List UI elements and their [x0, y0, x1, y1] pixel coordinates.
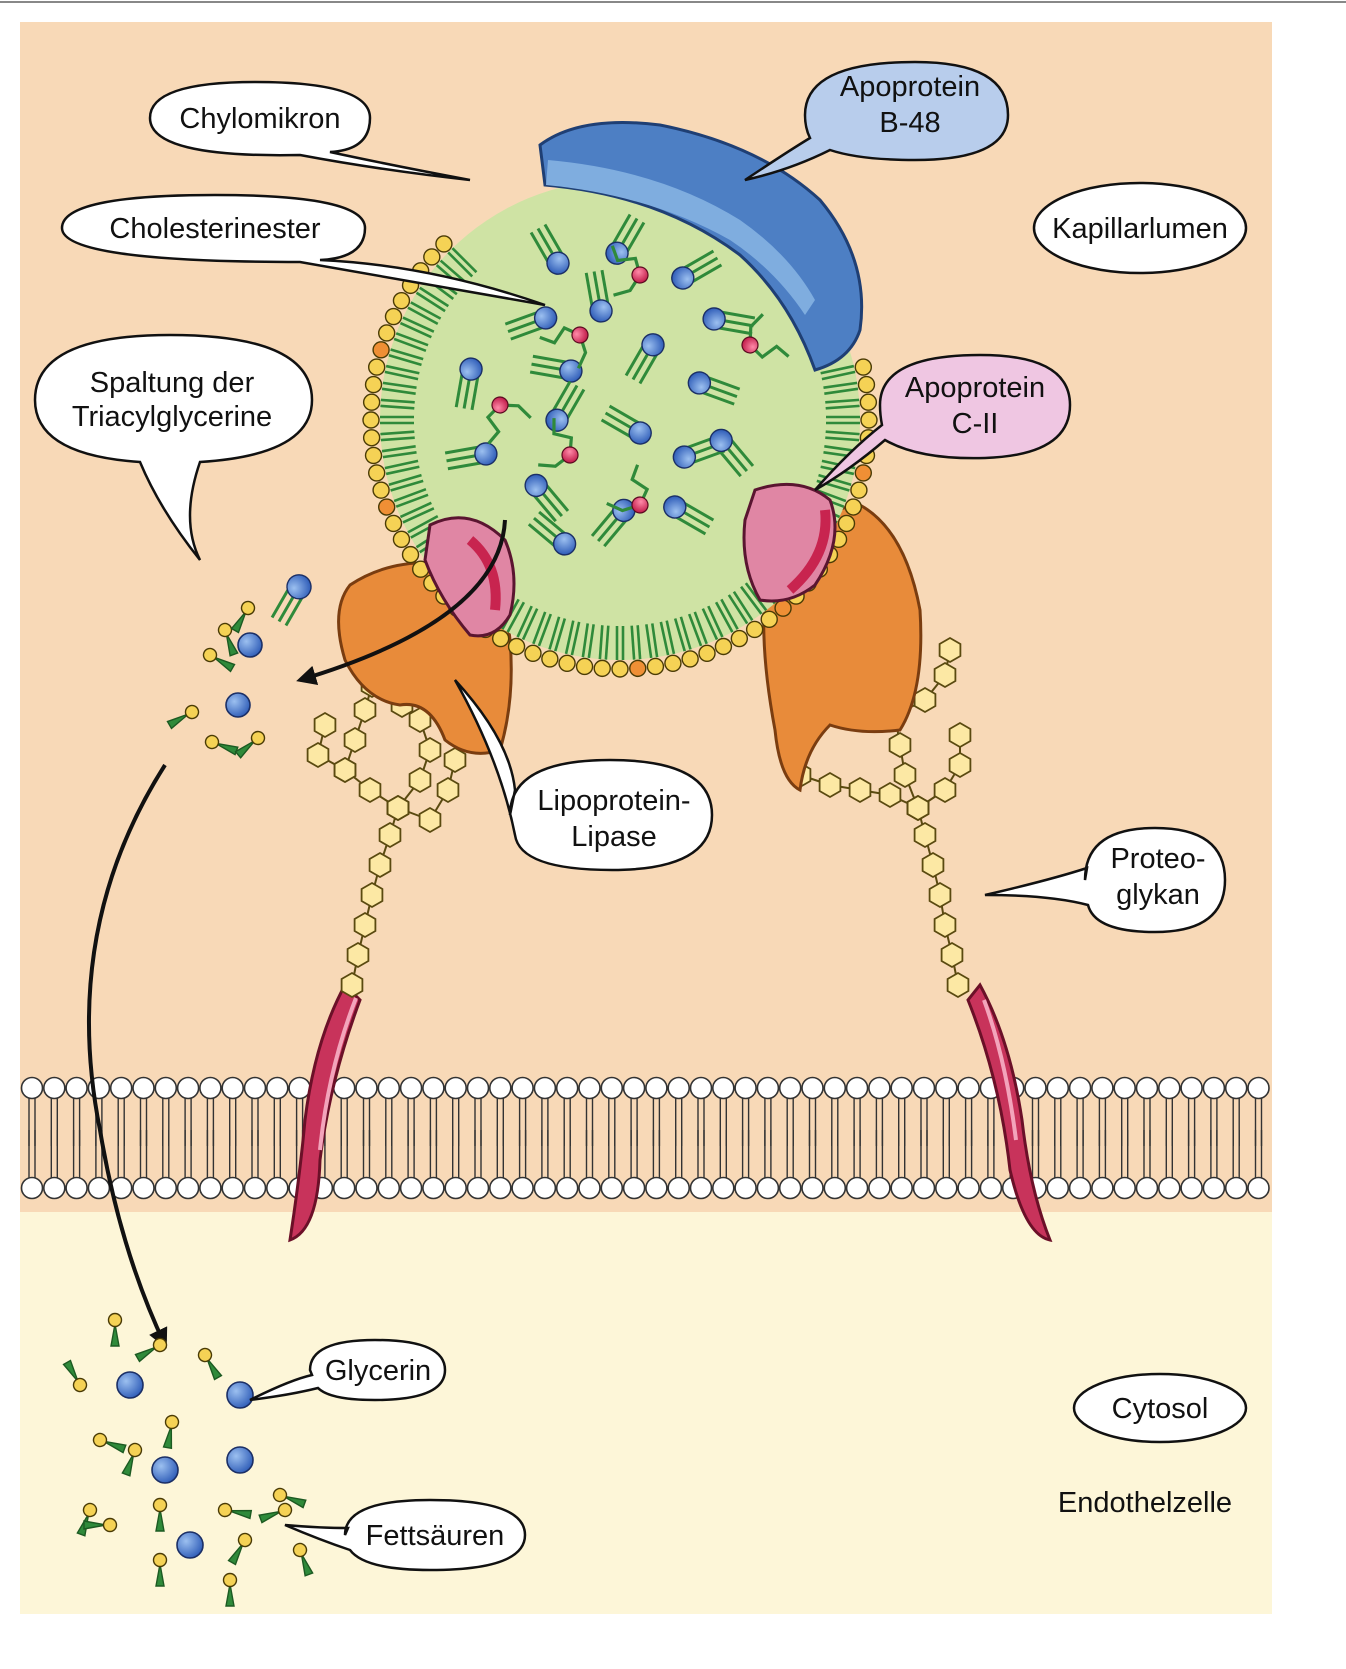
label-text: Cholesterinester	[109, 213, 320, 245]
fatty-acid-molecule	[166, 704, 200, 730]
label-text: Kapillarlumen	[1052, 213, 1228, 245]
fatty-acid-molecule	[121, 1442, 143, 1477]
fatty-acid-molecule	[197, 1347, 223, 1381]
fatty-acid-molecule	[62, 1359, 88, 1393]
glycerol-molecule	[237, 632, 263, 658]
transmembrane-protein	[288, 982, 362, 1243]
fatty-acid-molecule	[134, 1337, 168, 1363]
label-text: Glycerin	[325, 1355, 431, 1387]
fatty-acid-molecule	[217, 622, 239, 657]
apoprotein-c2-shape	[423, 482, 837, 638]
label-text: Chylomikron	[179, 103, 340, 135]
apoprotein-b48-shape	[538, 121, 864, 372]
fatty-acid-molecule	[272, 1487, 307, 1509]
label-text: Lipoprotein-	[537, 785, 690, 817]
label-text: Lipase	[571, 821, 656, 853]
cytosol-region	[20, 1212, 1272, 1614]
fatty-acid-molecule	[222, 1572, 238, 1607]
fatty-acid-molecule	[152, 1552, 168, 1587]
label-cholesterinester: Cholesterinester	[60, 193, 546, 307]
label-endothelzelle: Endothelzelle	[1058, 1487, 1232, 1519]
label-text: C-II	[952, 408, 999, 440]
label-text: Triacylglycerine	[72, 401, 272, 433]
fatty-acid-molecule	[217, 1502, 253, 1520]
fatty-acid-molecule	[202, 647, 236, 673]
proteoglycan-chain	[306, 671, 467, 999]
label-text: Apoprotein	[840, 71, 980, 103]
label-fettsaeuren: Fettsäuren	[284, 1498, 527, 1572]
label-glycerin: Glycerin	[249, 1338, 447, 1402]
glycerol-molecule	[176, 1531, 204, 1559]
glycerol-molecule	[151, 1456, 179, 1484]
fatty-acid-molecule	[76, 1502, 98, 1537]
glycerol-molecule	[225, 692, 251, 718]
label-text: B-48	[879, 107, 940, 139]
label-spaltung: Spaltung der Triacylglycerine	[33, 333, 314, 561]
label-kapillarlumen: Kapillarlumen	[1032, 181, 1248, 275]
label-proteoglykan: Proteo- glykan	[984, 826, 1227, 934]
label-chylomikron: Chylomikron	[148, 80, 471, 182]
fatty-acid-molecule	[92, 1432, 127, 1454]
label-text: Cytosol	[1112, 1393, 1209, 1425]
glycerol-molecule	[116, 1371, 144, 1399]
label-text: Fettsäuren	[366, 1520, 505, 1552]
fatty-acid-molecule	[230, 600, 256, 634]
label-text: glykan	[1116, 879, 1200, 911]
fatty-acid-molecule	[227, 1532, 253, 1566]
fatty-acid-molecule	[162, 1414, 180, 1450]
triglyceride-molecule	[270, 574, 312, 627]
label-text: Spaltung der	[90, 367, 255, 399]
fatty-acid-molecule	[292, 1542, 314, 1577]
label-apoprotein-b48: Apoprotein B-48	[744, 60, 1010, 182]
label-text: Apoprotein	[905, 372, 1045, 404]
cleavage-products	[166, 574, 312, 759]
label-text: Proteo-	[1110, 843, 1205, 875]
arrow-icon	[296, 519, 507, 685]
label-lipoprotein-lipase: Lipoprotein- Lipase	[453, 679, 714, 872]
cytosol-products	[62, 1312, 314, 1607]
glycerol-molecule	[226, 1446, 254, 1474]
core-lipids	[444, 213, 790, 556]
arrow-icon	[87, 763, 168, 1349]
label-cytosol: Cytosol	[1072, 1372, 1248, 1444]
fatty-acid-molecule	[258, 1502, 293, 1524]
fatty-acid-molecule	[107, 1312, 123, 1347]
fatty-acid-molecule	[234, 730, 266, 759]
fatty-acid-molecule	[83, 1517, 118, 1533]
label-apoprotein-c2: Apoprotein C-II	[814, 353, 1072, 492]
transmembrane-protein	[966, 982, 1053, 1243]
glycerol-molecule	[226, 1381, 254, 1409]
fatty-acid-molecule	[152, 1497, 168, 1532]
